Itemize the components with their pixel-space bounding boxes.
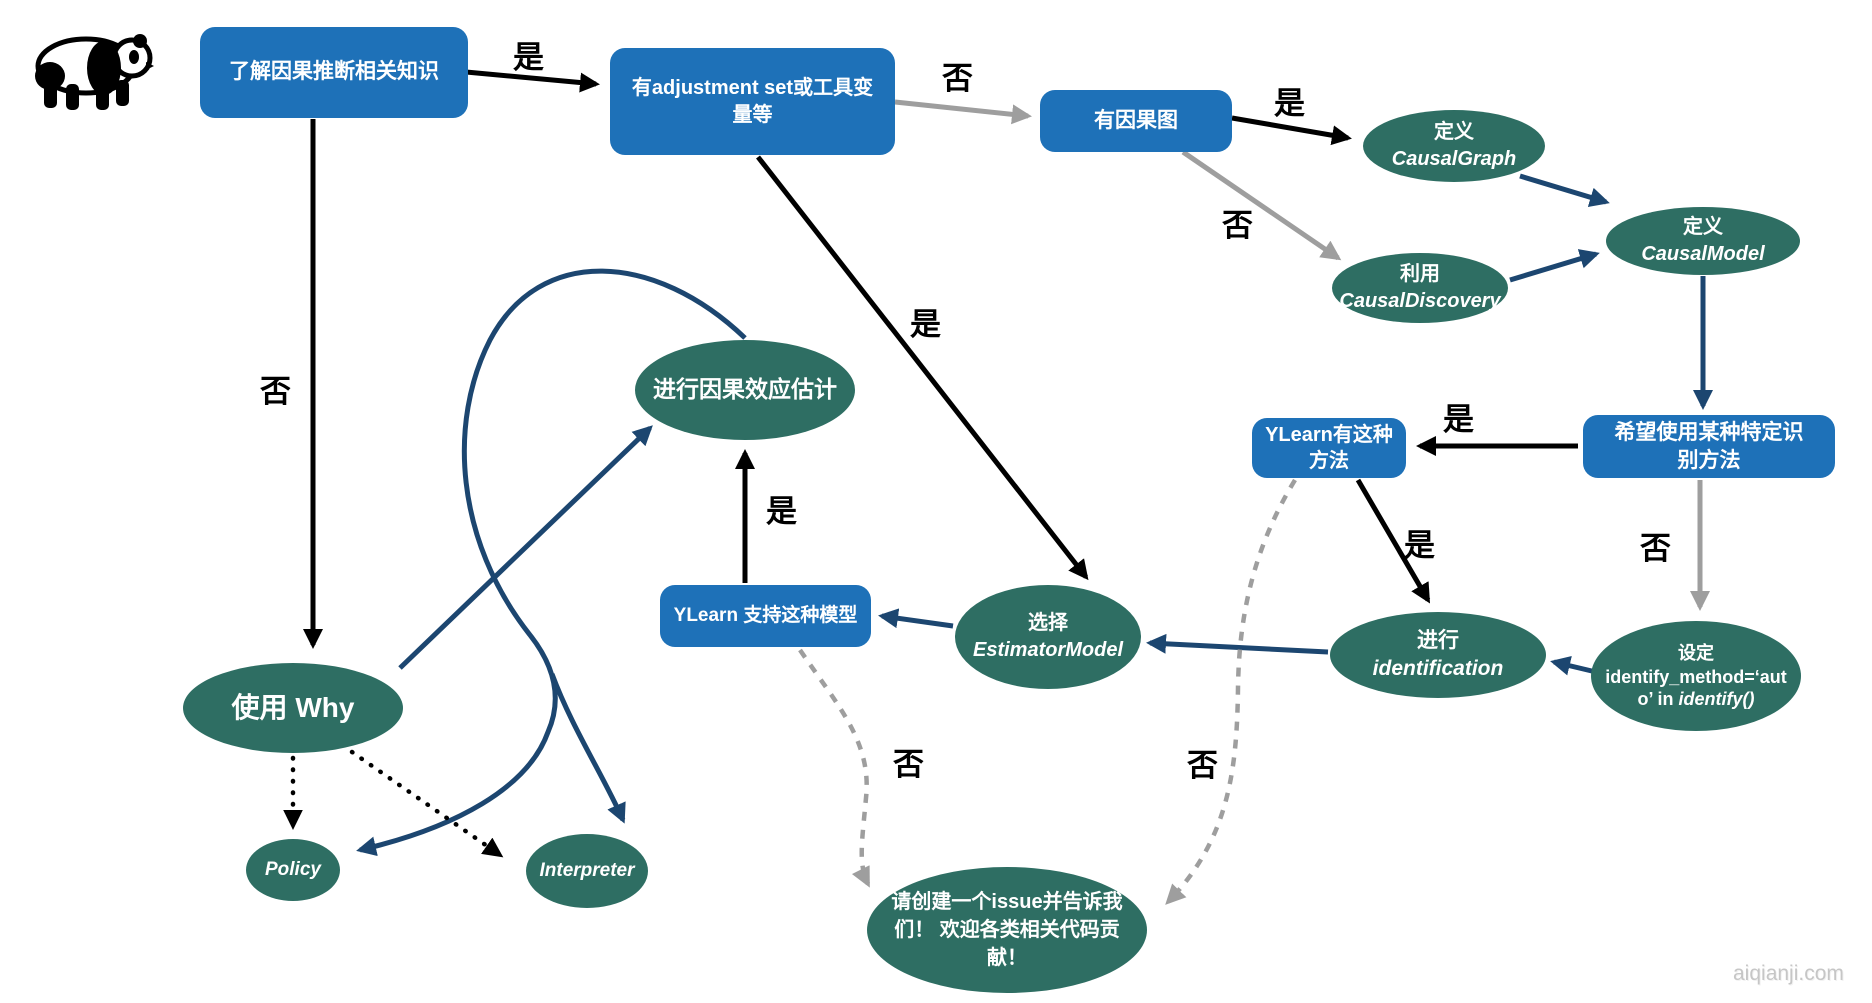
edge-adjustment-to-graphq [894,99,1032,125]
code-italic-text: identify() [1678,689,1755,710]
node-use-causaldiscovery: 利用 CausalDiscovery [1332,253,1508,323]
node-label-en: Interpreter [539,860,635,882]
edge-label-yes: 是 [766,494,797,529]
edge-label-no: 否 [1640,531,1671,566]
edge-label-no: 否 [942,61,973,96]
node-label-code: identify_method=‘auto’ in identify() [1605,666,1787,711]
edge-estimate-loop-to-policy [356,268,747,857]
edge-supports-to-issue-dashed [798,648,871,888]
watermark: aiqianji.com [1733,962,1844,985]
node-label-en: CausalGraph [1391,148,1517,170]
node-label: 了解因果推断相关知识 [229,60,439,84]
node-label: 有adjustment set或工具变量等 [631,76,874,126]
node-label-en: EstimatorModel [972,639,1124,661]
node-label: 请创建一个issue并告诉我们！ 欢迎各类相关代码贡献！ [891,891,1123,969]
node-label-zh: 进行 [1417,628,1459,652]
edge-label-no: 否 [1187,748,1218,783]
edge-label-yes: 是 [513,40,544,75]
edge-label-yes: 是 [1274,86,1305,121]
node-label: 希望使用某种特定识别方法 [1614,421,1804,472]
edge-label-yes: 是 [910,307,941,342]
node-has-causal-graph: 有因果图 [1040,90,1232,152]
node-choose-estimatormodel: 选择 EstimatorModel [955,585,1141,689]
node-label-en: CausalModel [1641,243,1765,265]
edge-graphq-to-causalgraph [1231,115,1352,146]
node-ylearn-has-method: YLearn有这种方法 [1252,418,1406,478]
node-estimate-causal-effect: 进行因果效应估计 [635,340,855,440]
node-label-zh: 定义 [1434,121,1474,143]
edge-hasmethod-to-identification [1355,478,1431,604]
node-label-zh: 利用 [1400,263,1440,285]
node-ylearn-supports-model: YLearn 支持这种模型 [660,585,871,647]
node-define-causalmodel: 定义 CausalModel [1606,207,1800,275]
edge-estimator-to-supports [878,608,954,629]
code-text: identify_method=‘auto’ in [1605,666,1787,710]
node-set-identify-method-auto: 设定 identify_method=‘auto’ in identify() [1591,621,1801,731]
node-define-causalgraph: 定义 CausalGraph [1363,110,1545,182]
edge-graphq-to-discovery [1181,149,1342,261]
edge-know-to-adjustment [465,69,600,93]
node-know-causal-knowledge: 了解因果推断相关知识 [200,27,468,118]
edge-label-yes: 是 [1404,528,1435,563]
edge-hasmethod-to-issue-dashed [1165,478,1297,905]
panda-logo [35,34,154,110]
node-label-zh: 选择 [1028,612,1068,634]
edge-label-no: 否 [1222,208,1253,243]
node-label: YLearn 支持这种模型 [673,605,858,627]
node-want-specific-identification-method: 希望使用某种特定识别方法 [1583,415,1835,478]
node-label-en: CausalDiscovery [1339,290,1501,312]
edge-identification-to-estimator [1146,633,1329,655]
edge-usewhy-to-interpreter-dotted [349,749,504,858]
node-policy: Policy [246,839,340,901]
edge-usewhy-to-estimate [398,425,653,670]
node-label: 进行因果效应估计 [653,376,837,403]
edge-label-no: 否 [893,747,924,782]
edge-causalgraph-to-causalmodel [1519,173,1610,207]
node-label-zh: 定义 [1683,216,1723,238]
node-label: 有因果图 [1094,108,1178,132]
node-do-identification: 进行 identification [1330,612,1546,698]
node-label-en: identification [1372,657,1504,680]
node-interpreter: Interpreter [526,834,648,908]
edge-label-no: 否 [260,374,291,409]
node-create-issue: 请创建一个issue并告诉我们！ 欢迎各类相关代码贡献！ [867,867,1147,993]
edge-discovery-to-causalmodel [1509,249,1600,283]
edge-estimate-loop-to-interpreter [549,673,626,824]
edge-label-yes: 是 [1443,402,1474,437]
node-label-zh: 设定 [1678,643,1714,664]
edge-adjustment-to-estimator [756,155,1089,581]
node-label-en: Policy [265,859,321,881]
node-label: YLearn有这种方法 [1265,424,1393,472]
node-has-adjustment-set: 有adjustment set或工具变量等 [610,48,895,155]
edge-setidentify-to-identification [1550,655,1597,676]
node-label: 使用 Why [231,692,355,724]
node-use-why: 使用 Why [183,663,403,753]
